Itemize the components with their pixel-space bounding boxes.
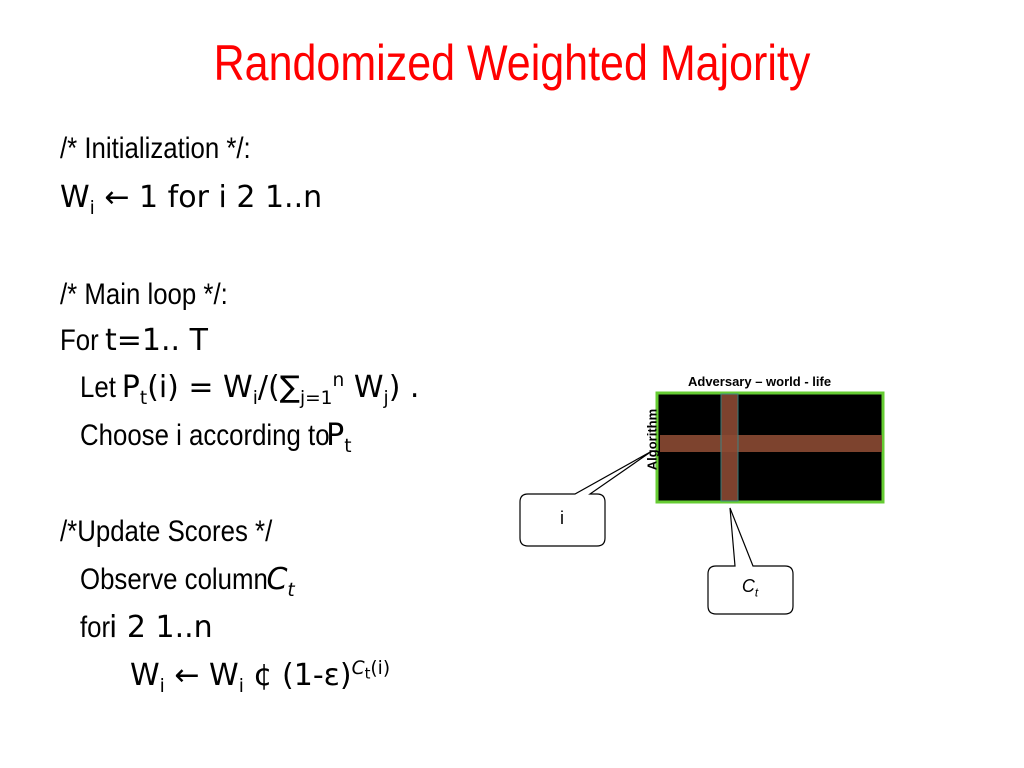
let-wj-sub: j	[383, 388, 389, 409]
column-highlight	[720, 393, 739, 502]
let-wj: W	[344, 370, 384, 405]
row-highlight	[660, 435, 882, 452]
init-statement: Wi ← 1 for i 2 1..n	[60, 180, 322, 219]
algorithm-label: Algorithm	[644, 408, 660, 471]
upd-arrow: ← W	[164, 658, 239, 693]
let-mid: (i) = W	[147, 370, 253, 405]
slide-title: Randomized Weighted Majority	[213, 35, 811, 91]
let-sum: /(∑	[257, 370, 300, 405]
callout-i-text: i	[560, 508, 564, 528]
let-w-sub: i	[252, 388, 258, 409]
choose-p: P	[326, 418, 345, 453]
let-keyword: Let	[80, 371, 116, 404]
inner-for-range: i 2 1..n	[109, 610, 213, 645]
upd-w: W	[130, 658, 160, 693]
adversary-label: Adversary – world - life	[688, 374, 832, 389]
observe-statement: Observe column Ct	[80, 562, 295, 601]
let-p-sub: t	[139, 388, 148, 409]
observe-c: C	[266, 562, 288, 597]
upd-w2-sub: i	[238, 676, 244, 697]
callout-i-bubble	[519, 450, 653, 547]
upd-exp-c: C	[351, 658, 365, 679]
let-p: P	[121, 370, 140, 405]
choose-text: Choose i according to	[80, 419, 330, 452]
choose-p-sub: t	[344, 436, 352, 457]
for-statement: For t=1.. T	[60, 323, 208, 358]
update-statement: Wi ← Wi ¢ (1-ε)Ct(i)	[130, 658, 390, 697]
upd-exp-t: t	[364, 664, 371, 683]
init-w: W	[60, 180, 90, 215]
choose-statement: Choose i according to Pt	[80, 418, 352, 457]
let-sum-upper: n	[332, 370, 345, 391]
init-rest: ← 1 for i 2 1..n	[94, 180, 323, 215]
update-comment: /*Update Scores */	[60, 515, 273, 548]
observe-text: Observe column	[80, 563, 268, 596]
main-loop-comment: /* Main loop */:	[60, 278, 228, 311]
init-w-sub: i	[89, 198, 95, 219]
observe-c-sub: t	[287, 580, 295, 601]
inner-for-keyword: for	[80, 611, 111, 644]
let-sum-lower: j=1	[299, 388, 333, 409]
let-statement: Let Pt(i) = Wi/(∑j=1n Wj) .	[80, 370, 419, 409]
inner-for-statement: for i 2 1..n	[80, 610, 213, 645]
upd-exp-i: (i)	[370, 658, 391, 679]
upd-w-sub: i	[159, 676, 165, 697]
callout-c-bubble	[707, 507, 794, 615]
for-keyword: For	[60, 324, 99, 357]
callout-c-text: Ct	[707, 576, 793, 600]
for-range: t=1.. T	[105, 323, 208, 358]
init-comment: /* Initialization */:	[60, 132, 251, 165]
upd-factor: ¢ (1-ε)	[243, 658, 352, 693]
let-end: ) .	[388, 370, 420, 405]
callout-c-letter: C	[741, 576, 755, 596]
callout-c-sub: t	[754, 586, 759, 600]
